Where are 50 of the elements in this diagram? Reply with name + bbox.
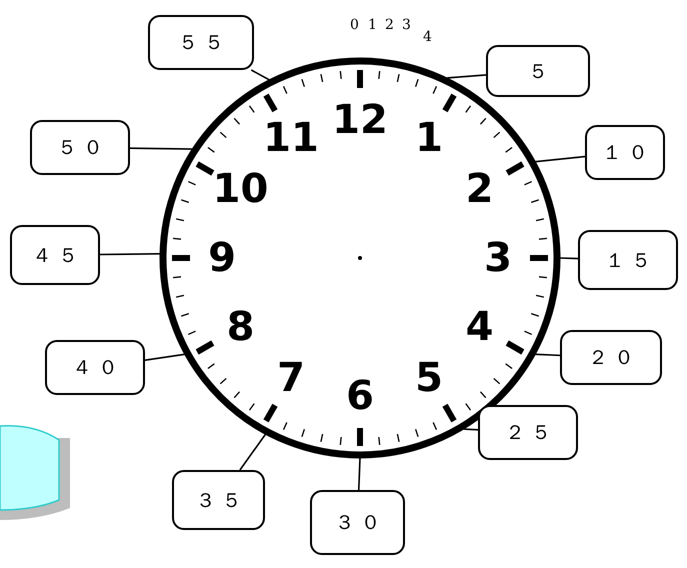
clock-numeral: 7 — [277, 358, 305, 398]
clock-numeral: 3 — [484, 238, 512, 278]
callout-text: ２ ５ — [504, 419, 552, 446]
callout-text: １ ０ — [602, 139, 648, 166]
leader-line — [446, 74, 486, 79]
callout-text: ４ ０ — [72, 354, 118, 381]
leader-line — [100, 253, 160, 256]
leader-line — [144, 354, 185, 361]
callout-text: ３ ５ — [195, 486, 242, 514]
clock-numeral: 10 — [212, 169, 268, 209]
minute-number: 0 — [350, 18, 359, 32]
callout-box — [30, 120, 130, 175]
leader-line — [535, 156, 586, 162]
callout-box — [478, 405, 578, 460]
callout-box — [486, 45, 590, 97]
callout-box — [45, 340, 145, 395]
clock-numeral: 12 — [332, 100, 388, 140]
leader-line — [535, 354, 560, 356]
callout-text: １ ５ — [604, 246, 652, 274]
clock-numeral: 4 — [466, 307, 494, 347]
clock-numeral: 8 — [226, 307, 254, 347]
callout-box — [148, 15, 254, 70]
minute-number: 4 — [423, 30, 432, 44]
leader-line — [250, 69, 270, 80]
callout-box — [585, 125, 665, 180]
leader-line — [130, 147, 192, 150]
callout-text: ３ ０ — [334, 509, 381, 536]
callout-box — [578, 230, 678, 290]
callout-box — [172, 470, 265, 530]
leader-line — [464, 428, 478, 431]
callout-box — [310, 490, 405, 555]
clock-numeral: 5 — [415, 358, 443, 398]
callout-text: ５ — [528, 58, 548, 84]
leader-line — [239, 434, 266, 470]
clock-numeral: 11 — [263, 118, 319, 158]
minute-number: 2 — [385, 18, 394, 32]
callout-text: ５ ０ — [56, 134, 104, 161]
minute-number: 1 — [368, 18, 377, 32]
callout-box — [560, 330, 662, 385]
clock-numeral: 9 — [208, 238, 236, 278]
leader-line — [560, 257, 578, 260]
callout-text: ４ ５ — [32, 242, 78, 268]
clock-numeral: 1 — [415, 118, 443, 158]
clock-numeral: 2 — [466, 169, 494, 209]
callout-text: ５ ５ — [178, 29, 224, 56]
callout-text: ２ ０ — [588, 344, 634, 371]
callout-box — [10, 225, 100, 285]
clock-numeral: 6 — [346, 376, 374, 416]
minute-number: 3 — [402, 18, 411, 32]
leader-line — [358, 458, 361, 490]
